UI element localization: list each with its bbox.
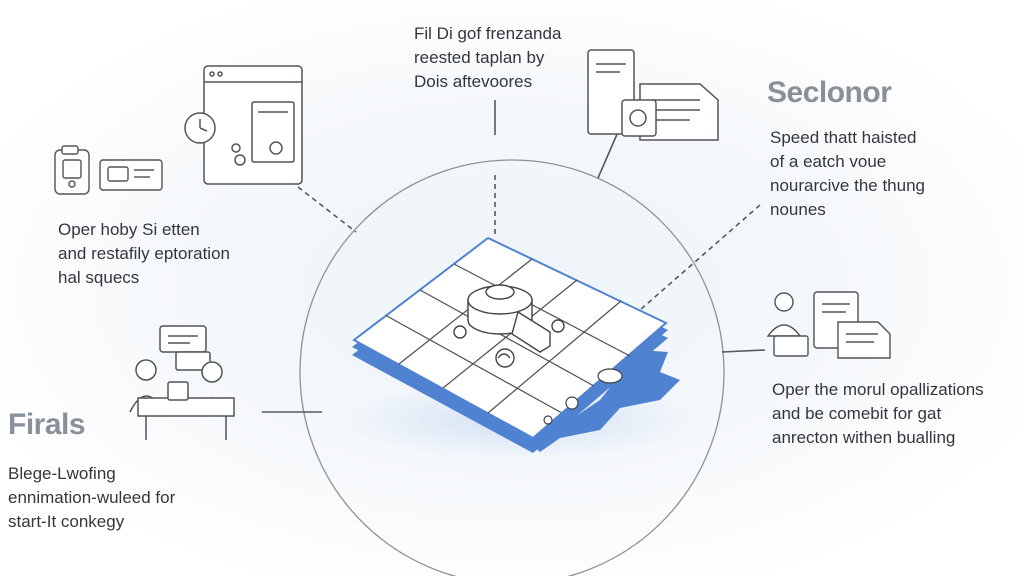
central-circle — [299, 159, 725, 576]
connector-lines — [262, 100, 766, 413]
right-bottom-caption: Oper the morul opallizations and be come… — [772, 378, 984, 450]
isometric-grid-platform-icon — [340, 236, 700, 460]
caption-line: reested taplan by — [414, 48, 545, 67]
person-with-laptop-icon — [766, 291, 891, 359]
caption-line: Oper hoby Si etten — [58, 220, 200, 239]
caption-line: nourarcive the thung — [770, 176, 925, 195]
top-center-caption: Fil Di gof frenzanda reested taplan by D… — [414, 22, 561, 94]
team-meeting-icon — [129, 325, 235, 440]
caption-line: Fil Di gof frenzanda — [414, 24, 562, 43]
handheld-device-icon — [54, 145, 90, 195]
caption-line: Blege-Lwofing — [8, 464, 116, 483]
browser-window-icon — [203, 65, 303, 185]
clock-icon — [184, 112, 216, 144]
caption-line: and restafily eptoration — [58, 244, 230, 263]
caption-line: of a eatch voue — [770, 152, 887, 171]
caption-line: hal squecs — [58, 268, 140, 287]
right-top-caption: Speed thatt haisted of a eatch voue nour… — [770, 126, 925, 222]
caption-line: and be comebit for gat — [772, 404, 942, 423]
caption-line: start-It conkegy — [8, 512, 125, 531]
left-section-heading: Firals — [8, 408, 86, 441]
right-section-heading: Seclonor — [767, 76, 892, 109]
document-stack-icon — [587, 49, 719, 141]
bottom-left-caption: Blege-Lwofing ennimation-wuleed for star… — [8, 462, 175, 534]
caption-line: anrecton withen bualling — [772, 428, 956, 447]
caption-line: nounes — [770, 200, 826, 219]
caption-line: Oper the morul opallizations — [772, 380, 984, 399]
caption-line: Speed thatt haisted — [770, 128, 917, 147]
card-reader-icon — [99, 159, 163, 191]
caption-line: ennimation-wuleed for — [8, 488, 176, 507]
caption-line: Dois aftevoores — [414, 72, 533, 91]
top-left-caption: Oper hoby Si etten and restafily eptorat… — [58, 218, 230, 290]
